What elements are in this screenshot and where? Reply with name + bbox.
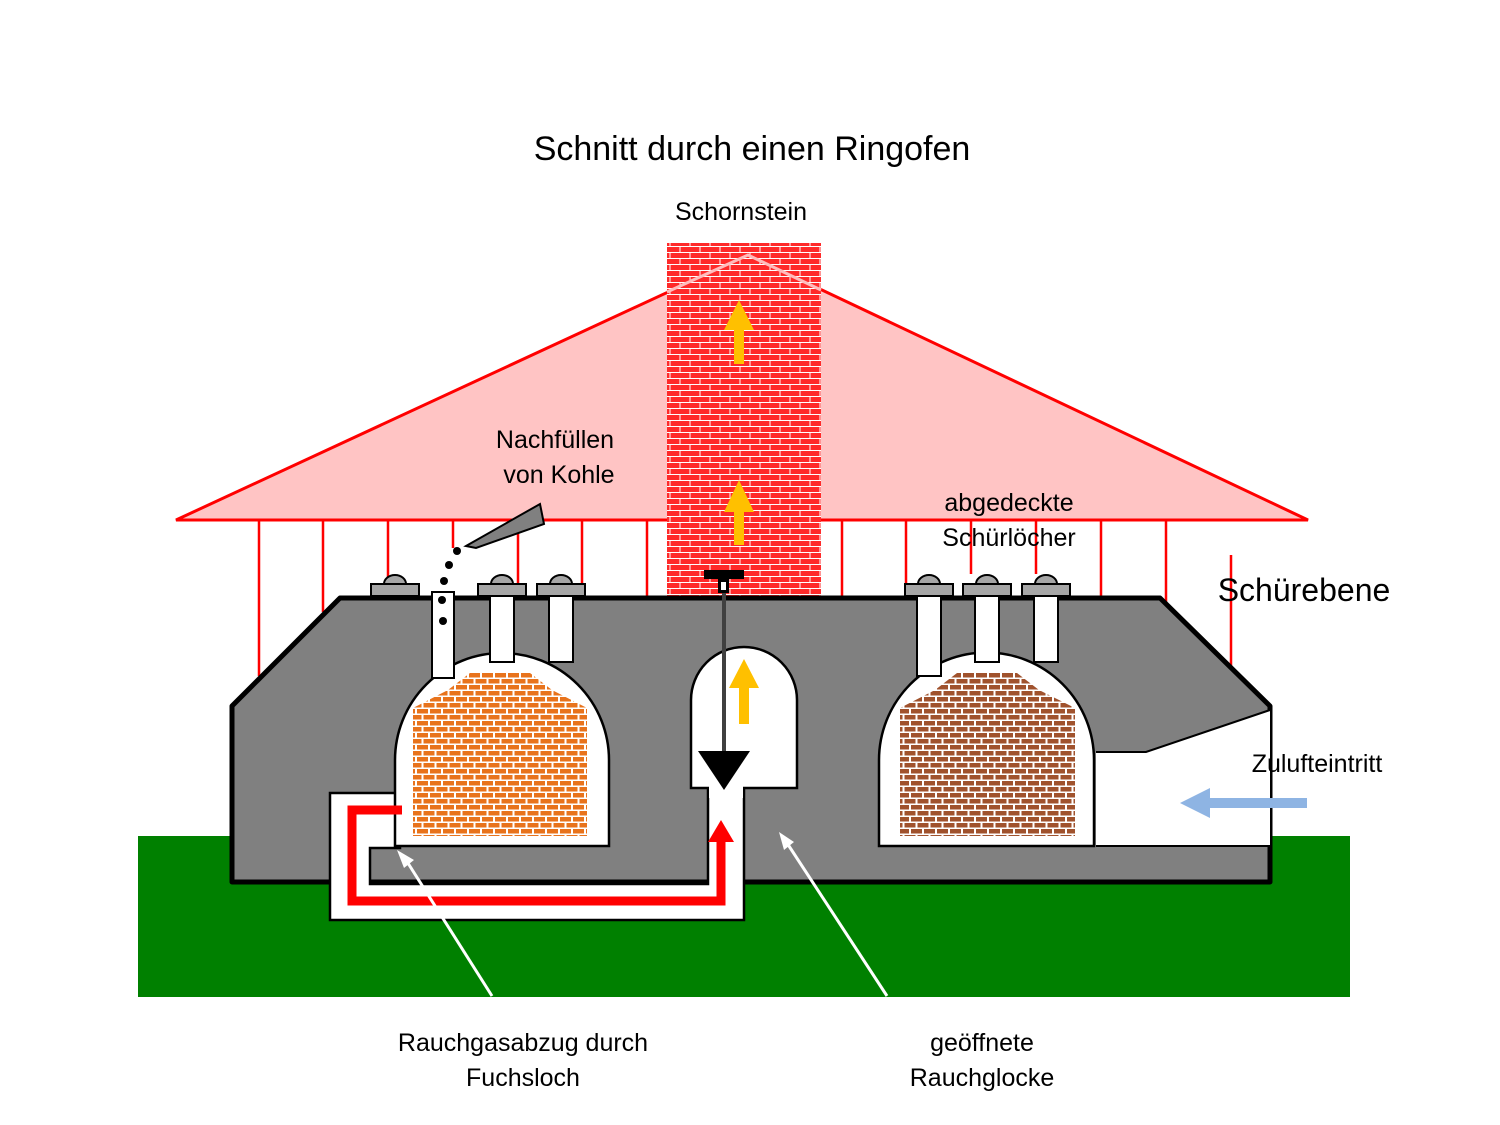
smoke-bell bbox=[698, 570, 750, 790]
stoke-cap bbox=[477, 574, 527, 597]
stoke-cap bbox=[370, 574, 420, 597]
roof-ridge-over-chimney bbox=[666, 253, 822, 294]
page-title: Schnitt durch einen Ringofen bbox=[534, 130, 971, 168]
label-refill-line2: von Kohle bbox=[503, 461, 614, 489]
label-chimney: Schornstein bbox=[675, 198, 807, 226]
brick-stack-cool bbox=[900, 673, 1075, 836]
label-covered-line1: abgedeckte bbox=[944, 489, 1073, 517]
stoke-cap bbox=[904, 574, 954, 597]
stoke-caps bbox=[370, 574, 1071, 597]
label-stoking-level: Schürebene bbox=[1218, 572, 1391, 608]
coal-scoop bbox=[463, 502, 546, 550]
flow-arrows bbox=[724, 300, 759, 724]
flow-arrow-icon bbox=[729, 659, 759, 724]
label-covered-line2: Schürlöcher bbox=[942, 524, 1075, 552]
stoke-cap bbox=[1021, 574, 1071, 597]
roof-posts bbox=[257, 520, 1233, 676]
label-refill-line1: Nachfüllen bbox=[496, 426, 614, 454]
label-air-inlet: Zulufteintritt bbox=[1252, 750, 1383, 778]
stoke-cap bbox=[536, 574, 586, 597]
label-bell-line2: Rauchglocke bbox=[910, 1064, 1055, 1092]
flow-arrow-icon bbox=[724, 480, 754, 545]
flue-gas-arrow bbox=[347, 805, 734, 906]
air-inlet-channel bbox=[1096, 710, 1270, 846]
label-flue-line2: Fuchsloch bbox=[466, 1064, 580, 1092]
air-inlet-arrow bbox=[1180, 788, 1307, 818]
stoke-cap bbox=[962, 574, 1012, 597]
pointer-lines bbox=[397, 832, 889, 997]
label-flue-line1: Rauchgasabzug durch bbox=[398, 1029, 648, 1057]
brick-stack-hot bbox=[413, 673, 587, 836]
falling-coal bbox=[438, 547, 461, 625]
label-bell-line1: geöffnete bbox=[930, 1029, 1034, 1057]
flow-arrow-icon bbox=[724, 300, 754, 364]
